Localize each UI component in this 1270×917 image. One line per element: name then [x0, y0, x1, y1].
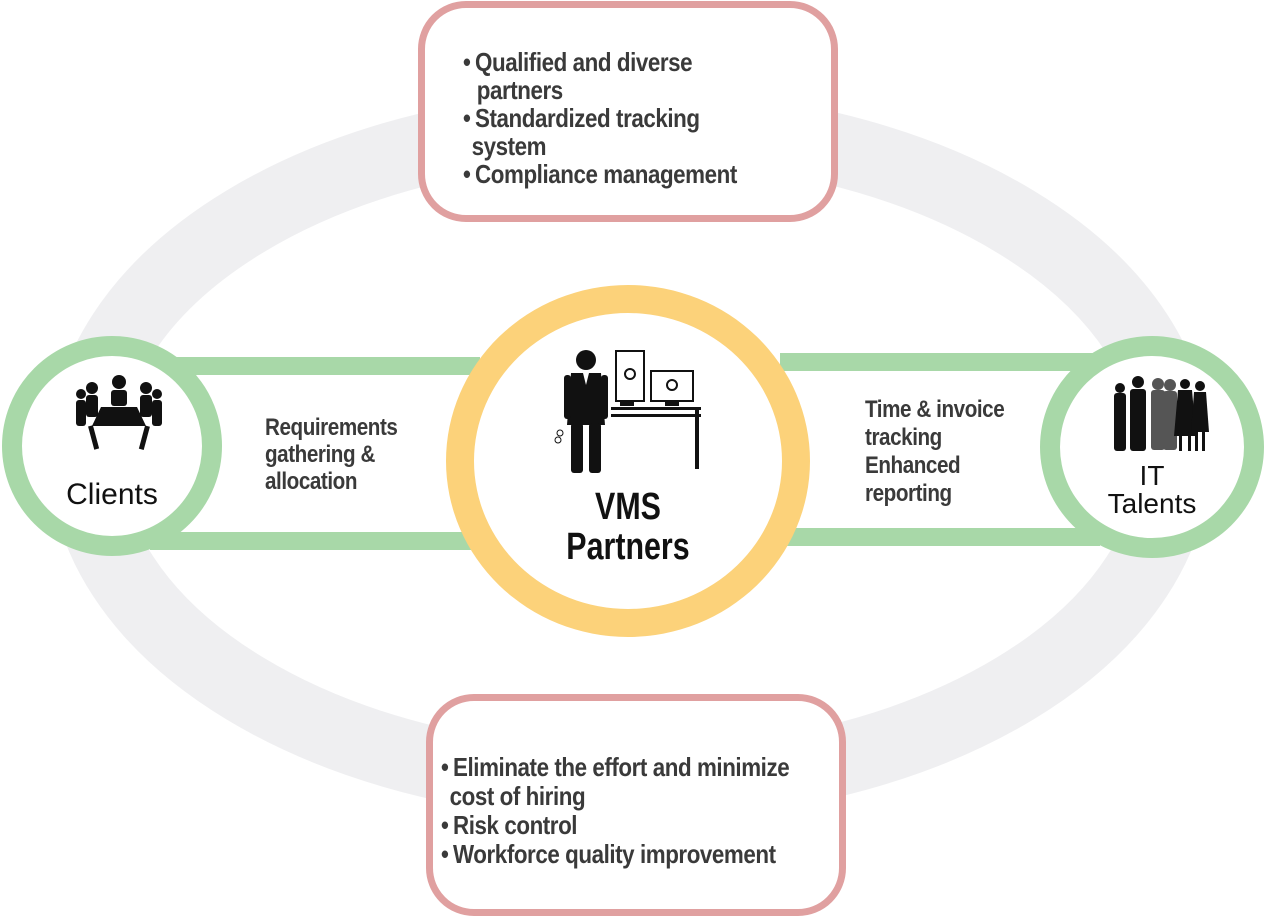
benefit-line: Qualified and diverse: [475, 47, 693, 77]
benefit-line: Standardized tracking: [475, 103, 700, 133]
meeting-table-icon: [76, 375, 162, 450]
left-connector-line: Requirements: [265, 414, 398, 441]
bullet-icon: •: [441, 839, 449, 869]
vms-partners-label: VMS Partners: [505, 487, 751, 567]
benefit-line: cost of hiring: [449, 781, 586, 811]
people-group-icon: [1114, 376, 1209, 451]
clients-node: Clients: [2, 336, 222, 556]
it-talents-label-line: IT: [1139, 460, 1165, 491]
bullet-icon: •: [441, 810, 449, 840]
right-connector-line: Time & invoice: [865, 396, 1005, 423]
bullet-icon: •: [441, 752, 449, 782]
it-talents-label-line: Talents: [1107, 488, 1197, 519]
bullet-icon: •: [463, 47, 471, 77]
person-at-computer-desk-icon: [554, 350, 701, 473]
clients-label: Clients: [66, 478, 158, 511]
benefit-line: partners: [476, 75, 563, 105]
benefit-line: Workforce quality improvement: [453, 839, 776, 869]
bullet-icon: •: [463, 159, 471, 189]
right-connector-line: reporting: [865, 480, 952, 507]
bullet-icon: •: [463, 103, 471, 133]
benefit-line: Compliance management: [475, 159, 737, 189]
vms-partners-label-line: Partners: [566, 526, 690, 568]
benefit-line: system: [471, 131, 547, 161]
right-connector-line: Enhanced: [865, 452, 961, 479]
left-connector-line: allocation: [265, 468, 358, 495]
benefit-line: Risk control: [453, 810, 578, 840]
right-connector-line: tracking: [865, 424, 942, 451]
benefit-line: Eliminate the effort and minimize: [453, 752, 790, 782]
bottom-benefit-item: •Workforce quality improvement: [441, 840, 789, 869]
right-connector-text: Time & invoice tracking Enhanced reporti…: [865, 396, 1005, 508]
left-connector-line: gathering &: [265, 441, 375, 468]
vms-partners-node: VMS Partners: [446, 285, 810, 637]
bottom-benefit-item: •Risk control: [441, 811, 789, 840]
it-talents-node: IT Talents: [1040, 336, 1264, 558]
top-benefit-item: •Compliance management: [463, 160, 737, 188]
left-connector-text: Requirements gathering & allocation: [265, 414, 398, 495]
it-talents-label: IT Talents: [1060, 462, 1244, 518]
vms-partners-label-line: VMS: [595, 486, 661, 528]
